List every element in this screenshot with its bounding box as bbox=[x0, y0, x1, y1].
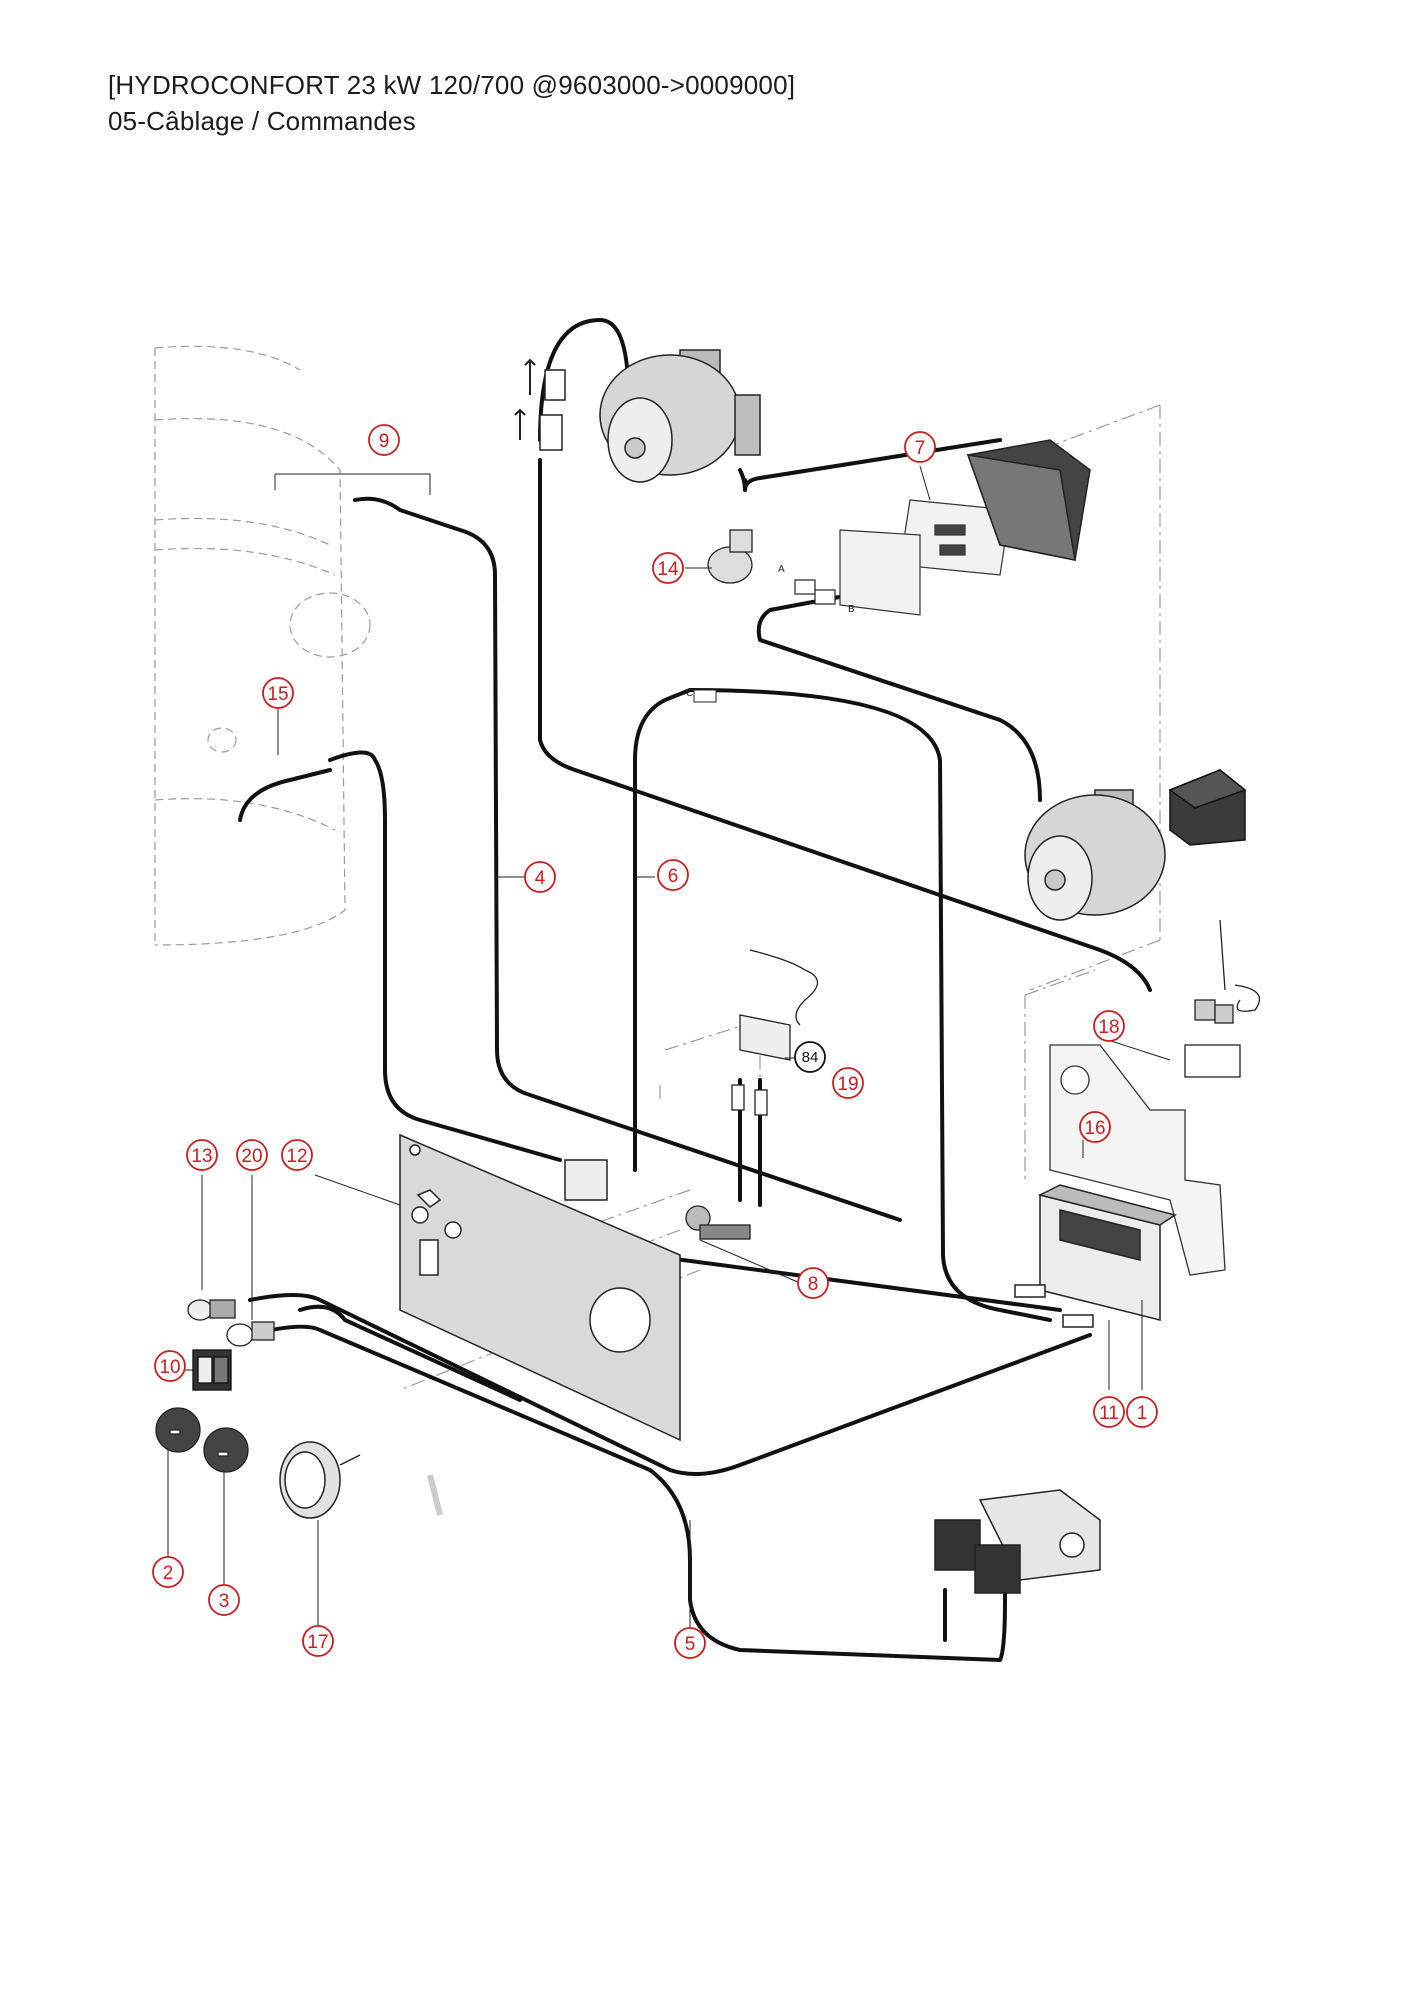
callout-3: 3 bbox=[208, 1584, 240, 1616]
knob-2 bbox=[155, 1407, 201, 1453]
connector-c bbox=[693, 689, 717, 703]
callout-label: 1 bbox=[1137, 1403, 1148, 1424]
callout-label: 6 bbox=[668, 866, 679, 887]
callout-5: 5 bbox=[674, 1627, 706, 1659]
indicator-lamp-20 bbox=[226, 1321, 275, 1347]
callout-12: 12 bbox=[281, 1139, 313, 1171]
callout-label: 8 bbox=[808, 1274, 819, 1295]
callout-label: 3 bbox=[219, 1591, 230, 1612]
callout-84: 84 bbox=[794, 1041, 826, 1073]
callout-18: 18 bbox=[1093, 1010, 1125, 1042]
callout-label: 2 bbox=[163, 1563, 174, 1584]
callout-label: 14 bbox=[657, 559, 679, 580]
control-unit-1 bbox=[1014, 1184, 1177, 1328]
callout-label: 17 bbox=[307, 1632, 328, 1653]
callout-label: 19 bbox=[837, 1074, 858, 1095]
callout-6: 6 bbox=[657, 859, 689, 891]
page-subtitle: 05-Câblage / Commandes bbox=[108, 106, 416, 136]
callout-4: 4 bbox=[524, 861, 556, 893]
pump-plug-connector bbox=[514, 358, 566, 451]
callout-14: 14 bbox=[652, 552, 684, 584]
page-title: [HYDROCONFORT 23 kW 120/700 @9603000->00… bbox=[108, 70, 796, 100]
cover-box bbox=[966, 439, 1091, 561]
knob-3 bbox=[203, 1427, 249, 1473]
front-panel-12 bbox=[399, 1133, 681, 1442]
callout-15: 15 bbox=[262, 677, 294, 709]
callout-9: 9 bbox=[368, 424, 400, 456]
callout-label: 7 bbox=[915, 438, 926, 459]
connector-c-label: C bbox=[686, 688, 693, 699]
callout-label: 5 bbox=[685, 1634, 696, 1655]
circulator-pump-right bbox=[1024, 789, 1166, 921]
connector-b-label: B bbox=[848, 604, 855, 615]
callout-20: 20 bbox=[236, 1139, 268, 1171]
callout-10: 10 bbox=[154, 1350, 186, 1382]
tank-ghost-outline bbox=[154, 345, 371, 946]
callout-label: 9 bbox=[379, 431, 390, 452]
bracket-16 bbox=[1049, 1044, 1226, 1276]
callout-label: 84 bbox=[802, 1049, 819, 1066]
gas-valve bbox=[934, 1489, 1101, 1594]
potentiometer-8 bbox=[685, 1205, 751, 1240]
callout-label: 18 bbox=[1098, 1017, 1119, 1038]
callout-8: 8 bbox=[797, 1267, 829, 1299]
control-board bbox=[839, 499, 1011, 616]
callout-label: 16 bbox=[1084, 1118, 1105, 1139]
callout-label: 15 bbox=[267, 684, 288, 705]
callout-label: 13 bbox=[191, 1146, 212, 1167]
callout-label: 20 bbox=[241, 1146, 262, 1167]
circulator-pump-top bbox=[599, 349, 761, 483]
thermostat-18 bbox=[1184, 919, 1261, 1078]
rocker-switch-10 bbox=[192, 1349, 232, 1391]
callout-1: 1 bbox=[1126, 1396, 1158, 1428]
callout-2: 2 bbox=[152, 1556, 184, 1588]
board-connectors-ab bbox=[794, 579, 836, 605]
callout-label: 12 bbox=[286, 1146, 307, 1167]
thermostat-19 bbox=[731, 949, 819, 1116]
callout-13: 13 bbox=[186, 1139, 218, 1171]
pressure-gauge-17 bbox=[279, 1441, 443, 1519]
callout-7: 7 bbox=[904, 431, 936, 463]
indicator-lamp-13 bbox=[187, 1299, 236, 1321]
callout-11: 11 bbox=[1093, 1396, 1125, 1428]
transformer-box bbox=[1168, 769, 1247, 846]
callout-label: 10 bbox=[159, 1357, 180, 1378]
callout-16: 16 bbox=[1079, 1111, 1111, 1143]
callout-label: 11 bbox=[1099, 1403, 1119, 1424]
relay-connector-14 bbox=[707, 529, 753, 584]
leader-lines bbox=[167, 465, 1171, 1630]
connector-a-label: A bbox=[778, 564, 785, 575]
callout-19: 19 bbox=[832, 1067, 864, 1099]
callout-17: 17 bbox=[302, 1625, 334, 1657]
callout-label: 4 bbox=[535, 868, 546, 889]
